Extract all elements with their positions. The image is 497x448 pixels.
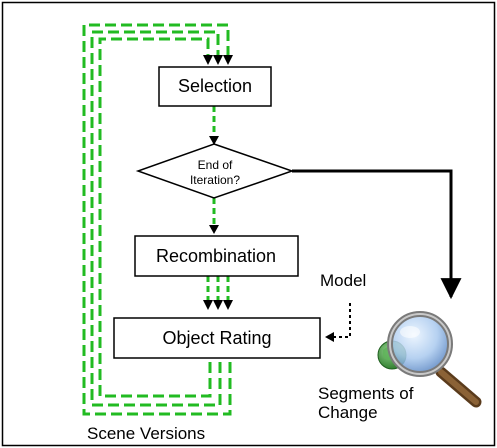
node-end-of-iteration: End of Iteration? (135, 143, 295, 199)
node-object-rating-label: Object Rating (162, 328, 271, 348)
flow-recombination-to-rating (203, 276, 233, 310)
flow-selection-to-decision (209, 106, 219, 145)
decision-label-line-2: Iteration? (190, 173, 240, 187)
scene-versions-label: Scene Versions (87, 424, 205, 443)
segments-of-change-line-2: Change (318, 403, 378, 422)
loop-arrowheads (203, 55, 233, 65)
flow-decision-to-recombination (209, 198, 219, 234)
segments-of-change-line-1: Segments of (318, 384, 414, 403)
node-selection-label: Selection (178, 76, 252, 96)
node-recombination: Recombination (134, 235, 299, 277)
node-object-rating: Object Rating (113, 317, 321, 359)
model-arrowhead (325, 332, 334, 342)
node-selection: Selection (158, 66, 272, 107)
flow-model-to-rating (334, 303, 351, 338)
model-label: Model (320, 271, 366, 290)
magnifier-globe-icon (377, 311, 482, 408)
flow-decision-to-result (292, 169, 462, 300)
scene-versions-loop (82, 23, 232, 416)
node-recombination-label: Recombination (156, 246, 276, 266)
decision-label-line-1: End of (198, 158, 233, 172)
